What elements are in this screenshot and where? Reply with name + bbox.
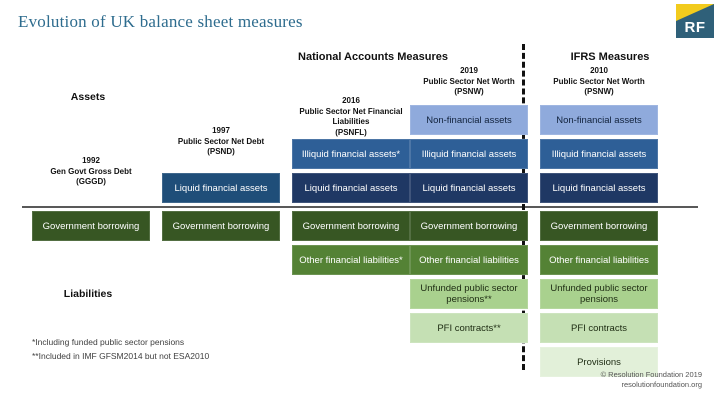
column-year: 2010 <box>590 66 608 75</box>
footnote-1: *Including funded public sector pensions <box>32 337 185 347</box>
credit-block: © Resolution Foundation 2019 resolutionf… <box>601 370 702 390</box>
asset-box: Non-financial assets <box>410 105 528 135</box>
resolution-foundation-logo: RF <box>676 4 714 38</box>
asset-box-label: Illiquid financial assets* <box>301 148 401 160</box>
liability-box-label: Provisions <box>577 356 621 368</box>
liability-box-label: Other financial liabilities <box>419 254 519 266</box>
column-measure-name: Public Sector Net Debt <box>177 136 265 146</box>
asset-box: Illiquid financial assets <box>410 139 528 169</box>
asset-box-label: Illiquid financial assets <box>551 148 647 160</box>
national-accounts-ifrs-divider <box>522 44 525 370</box>
asset-box: Illiquid financial assets <box>540 139 658 169</box>
column-year: 1992 <box>82 156 100 165</box>
liability-box: Provisions <box>540 347 658 377</box>
column-measure-name: Gen Govt Gross Debt <box>50 166 132 176</box>
asset-box: Liquid financial assets <box>162 173 280 203</box>
page-title: Evolution of UK balance sheet measures <box>18 12 303 31</box>
logo-wedge-shape <box>676 4 714 21</box>
liability-box-label: Other financial liabilities* <box>299 254 403 266</box>
liability-box: Government borrowing <box>162 211 280 241</box>
liability-box-label: Government borrowing <box>550 220 648 232</box>
asset-box: Liquid financial assets <box>540 173 658 203</box>
column-year: 1997 <box>212 126 230 135</box>
liability-box-label: Other financial liabilities <box>549 254 649 266</box>
asset-box-label: Liquid financial assets <box>552 182 646 194</box>
asset-box-label: Non-financial assets <box>556 114 642 126</box>
group-heading-ifrs: IFRS Measures <box>570 51 650 63</box>
column-measure-abbrev: (PSND) <box>207 147 235 156</box>
column-measure-name: Public Sector Net Worth <box>553 76 645 86</box>
liability-box-label: Government borrowing <box>42 220 140 232</box>
column-measure-abbrev: (PSNW) <box>584 87 614 96</box>
column-measure-name: Public Sector Net Worth <box>423 76 515 86</box>
liability-box: Other financial liabilities <box>410 245 528 275</box>
liability-box-label: Government borrowing <box>302 220 400 232</box>
asset-box: Non-financial assets <box>540 105 658 135</box>
liability-box: Government borrowing <box>292 211 410 241</box>
column-measure-name: Public Sector Net Financial Liabilities <box>299 106 403 127</box>
liability-box-label: Unfunded public sector pensions** <box>420 283 518 305</box>
liability-box: Unfunded public sector pensions <box>540 279 658 309</box>
assets-liabilities-divider <box>22 206 698 208</box>
column-measure-abbrev: (PSNFL) <box>335 127 367 137</box>
footnote-2: **Included in IMF GFSM2014 but not ESA20… <box>32 351 210 361</box>
asset-box: Liquid financial assets <box>292 173 410 203</box>
asset-box: Liquid financial assets <box>410 173 528 203</box>
credit-website: resolutionfoundation.org <box>621 380 702 389</box>
column-year: 2016 <box>342 96 360 105</box>
asset-box-label: Illiquid financial assets <box>421 148 517 160</box>
column-measure-abbrev: (GGGD) <box>76 177 106 186</box>
group-heading-national-accounts: National Accounts Measures <box>298 51 448 63</box>
asset-box-label: Liquid financial assets <box>174 182 268 194</box>
liability-box: Unfunded public sector pensions** <box>410 279 528 309</box>
liability-box: Other financial liabilities* <box>292 245 410 275</box>
section-label-liabilities: Liabilities <box>63 288 113 300</box>
credit-copyright: © Resolution Foundation 2019 <box>600 370 702 379</box>
logo-text: RF <box>684 19 706 36</box>
liability-box: PFI contracts <box>540 313 658 343</box>
section-label-assets: Assets <box>70 91 106 103</box>
liability-box: Government borrowing <box>410 211 528 241</box>
liability-box-label: Government borrowing <box>420 220 518 232</box>
asset-box: Illiquid financial assets* <box>292 139 410 169</box>
liability-box: Government borrowing <box>540 211 658 241</box>
liability-box-label: PFI contracts** <box>437 322 501 334</box>
liability-box: Government borrowing <box>32 211 150 241</box>
liability-box-label: Government borrowing <box>172 220 270 232</box>
asset-box-label: Non-financial assets <box>426 114 512 126</box>
column-year: 2019 <box>460 66 478 75</box>
asset-box-label: Liquid financial assets <box>422 182 516 194</box>
liability-box-label: PFI contracts <box>571 322 627 334</box>
column-measure-abbrev: (PSNW) <box>454 87 484 96</box>
asset-box-label: Liquid financial assets <box>304 182 398 194</box>
liability-box-label: Unfunded public sector pensions <box>550 283 648 305</box>
liability-box: Other financial liabilities <box>540 245 658 275</box>
liability-box: PFI contracts** <box>410 313 528 343</box>
